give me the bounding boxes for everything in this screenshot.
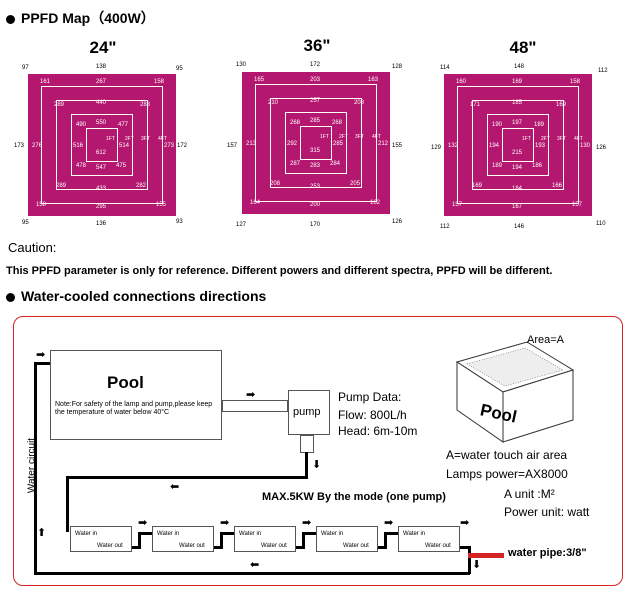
bullet-icon	[6, 292, 15, 302]
lamp-connector	[302, 532, 305, 549]
legend-a-unit: A unit :M²	[504, 487, 555, 501]
pool-note: Note:For safety of the lamp and pump,ple…	[55, 401, 213, 416]
arrow-up-icon: ⬆	[37, 527, 47, 539]
pool-box: Pool Note:For safety of the lamp and pum…	[50, 350, 222, 440]
lamp-connector	[138, 532, 141, 549]
map-title-36: 36"	[303, 36, 331, 55]
arrow-right-icon: ➡	[220, 517, 230, 529]
lamp-connector	[296, 546, 304, 549]
return-pipe-vertical	[34, 362, 37, 574]
water-diagram-frame	[13, 316, 623, 586]
water-pipe-label: water pipe:3/8"	[508, 547, 587, 559]
arrow-right-icon: ➡	[138, 517, 148, 529]
lamp-connector	[384, 532, 398, 535]
lamp-connector	[220, 532, 234, 535]
arrow-left-icon: ⬅	[250, 559, 260, 571]
caution-label: Caution:	[8, 240, 57, 255]
area-label: Area=A	[527, 334, 564, 346]
lamp-connector	[214, 546, 222, 549]
pool-title: Pool	[107, 373, 144, 392]
arrow-right-icon: ➡	[460, 517, 470, 529]
ppfd-map-24: 267 295 276 273 161 158 158 155 440 433 …	[28, 74, 176, 216]
return-pipe-bottom	[34, 572, 470, 575]
water-circuit-label: Water circuit	[26, 437, 38, 494]
lamp-connector	[302, 532, 316, 535]
lamp-unit: Water in Water out	[316, 526, 378, 552]
map-title-24: 24"	[89, 38, 117, 57]
pump-head: Head: 6m-10m	[338, 424, 418, 438]
lamp-connector	[138, 532, 152, 535]
lamp-unit: Water in Water out	[152, 526, 214, 552]
lamp-connector	[378, 546, 386, 549]
arrow-left-icon: ⬅	[170, 481, 180, 493]
arrow-right-icon: ➡	[302, 517, 312, 529]
pump-pipe-down	[305, 452, 308, 478]
pool-pump-pipe	[222, 400, 288, 412]
pump-outlet	[300, 435, 314, 453]
pump-flow: Flow: 800L/h	[338, 408, 407, 422]
arrow-right-icon: ➡	[36, 349, 46, 361]
ppfd-section-title: PPFD Map（400W）	[6, 8, 155, 28]
max-text: MAX.5KW By the mode (one pump)	[262, 491, 446, 503]
water-section-title: Water-cooled connections directions	[6, 288, 266, 304]
arrow-right-icon: ➡	[246, 389, 256, 401]
lamp-connector	[132, 546, 140, 549]
bullet-icon	[6, 14, 15, 24]
pump-data-heading: Pump Data:	[338, 390, 402, 404]
caution-text: This PPFD parameter is only for referenc…	[6, 265, 553, 277]
map-title-48: 48"	[509, 38, 537, 57]
return-pipe-top	[34, 362, 50, 365]
water-pipe-red	[468, 553, 504, 558]
lamp-connector	[220, 532, 223, 549]
lamp-connector	[468, 546, 471, 574]
supply-pipe-horizontal	[66, 476, 308, 479]
ppfd-map-48: 169 167 132 130 160 158 157 157 185 184 …	[444, 74, 592, 216]
lamp-connector	[384, 532, 387, 549]
legend-a: A=water touch air area	[446, 448, 568, 462]
arrow-right-icon: ➡	[384, 517, 394, 529]
lamp-unit: Water in Water out	[70, 526, 132, 552]
legend-power-unit: Power unit: watt	[504, 505, 590, 519]
legend-lamps: Lamps power=AX8000	[446, 467, 568, 481]
pump-box: pump	[288, 390, 330, 435]
pool-3d-illustration	[455, 341, 575, 443]
arrow-down-icon: ⬇	[312, 459, 322, 471]
ppfd-map-36: 203 200 213 212 165 163 164 162 257 253 …	[242, 72, 390, 214]
lamp-unit: Water in Water out	[234, 526, 296, 552]
lamp-unit: Water in Water out	[398, 526, 460, 552]
arrow-down-icon: ⬇	[472, 559, 482, 571]
supply-pipe-down	[66, 476, 69, 532]
lamp-connector	[460, 546, 470, 549]
